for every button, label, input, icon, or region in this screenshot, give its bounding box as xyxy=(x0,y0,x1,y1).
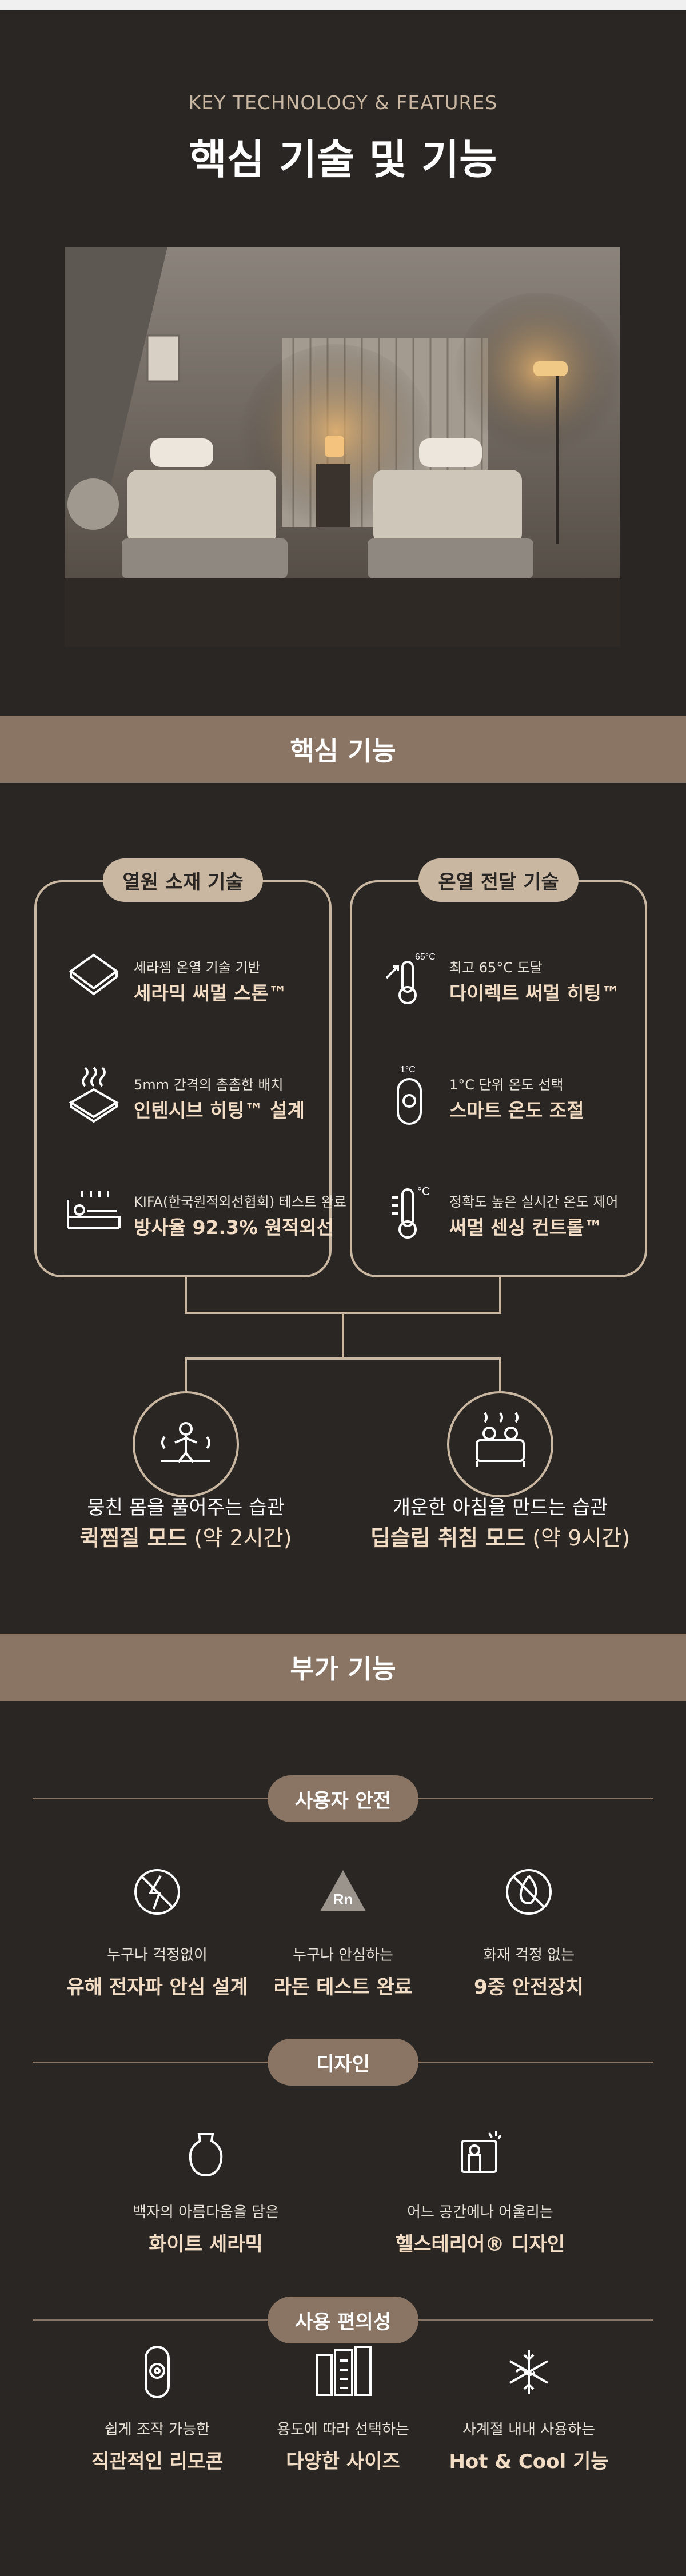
heat-source-tech-box: 세라젬 온열 기술 기반 세라믹 써멀 스톤™ 5mm 간격의 촘촘한 배치 인… xyxy=(34,880,346,1277)
item-small-text: 어느 공간에나 어울리는 xyxy=(407,2204,553,2221)
item-white-ceramic: 백자의 아름다움을 담은 화이트 세라믹 xyxy=(103,2120,309,2257)
mode-quick-sauna-desc: 뭉친 몸을 풀어주는 습관 xyxy=(87,1496,285,1519)
no-emf-icon xyxy=(123,1863,192,1932)
mode-deep-sleep-name: 딥슬립 취침 모드 xyxy=(370,1525,526,1551)
item-big-text: 화이트 세라믹 xyxy=(149,2233,263,2256)
item-hot-cool: 사계절 내내 사용하는 Hot & Cool 기능 xyxy=(426,2338,632,2474)
item-safety-devices: 화재 걱정 없는 9중 안전장치 xyxy=(426,1863,632,1999)
quick-sauna-icon xyxy=(133,1391,239,1497)
remote-1c-label: 1°C xyxy=(400,1065,416,1075)
item-big-text: 헬스테리어® 디자인 xyxy=(395,2233,565,2256)
eyebrow-text: KEY TECHNOLOGY & FEATURES xyxy=(188,91,498,114)
feature-ceramic-stone: 세라젬 온열 기술 기반 세라믹 써멀 스톤™ xyxy=(59,942,328,1017)
feature-small-text: KIFA(한국원적외선협회) 테스트 완료 xyxy=(134,1194,346,1210)
item-small-text: 누구나 걱정없이 xyxy=(107,1947,208,1964)
group-label-design: 디자인 xyxy=(268,2039,418,2086)
item-small-text: 누구나 안심하는 xyxy=(293,1947,393,1964)
item-big-text: 직관적인 리모콘 xyxy=(91,2450,224,2473)
item-small-text: 사계절 내내 사용하는 xyxy=(462,2421,595,2438)
heat-transfer-tech-label: 온열 전달 기술 xyxy=(418,858,579,902)
remote-1c-icon: 1°C xyxy=(375,1060,444,1128)
mode-quick-sauna-title: 퀵찜질 모드 (약 2시간) xyxy=(37,1520,334,1552)
heat-transfer-tech-box: 65°C 최고 65°C 도달 다이렉트 써멀 히팅™ 1°C 1°C 단위 온… xyxy=(350,880,647,1277)
connector-line xyxy=(342,1312,344,1357)
feature-thermal-sensing: °C 정확도 높은 실시간 온도 제어 써멀 센싱 컨트롤™ xyxy=(375,1177,644,1251)
item-radon-test: Rn 누구나 안심하는 라돈 테스트 완료 xyxy=(240,1863,446,1999)
mode-deep-sleep-title: 딥슬립 취침 모드 (약 9시간) xyxy=(352,1520,649,1552)
feature-small-text: 5mm 간격의 촘촘한 배치 xyxy=(134,1077,284,1093)
feature-smart-temp: 1°C 1°C 단위 온도 선택 스마트 온도 조절 xyxy=(375,1060,644,1134)
page-title: 핵심 기술 및 기능 xyxy=(189,135,497,183)
top-browser-bar xyxy=(0,0,686,10)
item-big-text: 유해 전자파 안심 설계 xyxy=(66,1976,248,1999)
radon-icon-label: Rn xyxy=(333,1891,353,1908)
deep-sleep-icon xyxy=(447,1391,553,1497)
mode-deep-sleep-desc: 개운한 아침을 만드는 습관 xyxy=(392,1496,608,1519)
item-big-text: 다양한 사이즈 xyxy=(286,2450,400,2473)
far-infrared-bed-icon xyxy=(59,1177,128,1245)
section-bar-core: 핵심 기능 xyxy=(0,716,686,783)
item-big-text: 9중 안전장치 xyxy=(474,1976,584,1999)
feature-direct-thermal: 65°C 최고 65°C 도달 다이렉트 써멀 히팅™ xyxy=(375,942,644,1017)
item-emf-safe: 누구나 걱정없이 유해 전자파 안심 설계 xyxy=(54,1863,260,1999)
size-options-icon xyxy=(309,2338,377,2406)
heat-source-tech-label: 열원 소재 기술 xyxy=(103,858,263,902)
thermal-sensor-label: °C xyxy=(417,1185,430,1198)
white-jar-icon xyxy=(172,2120,240,2189)
item-small-text: 쉽게 조작 가능한 xyxy=(105,2421,210,2438)
remote-control-icon xyxy=(123,2338,192,2406)
hot-cool-icon xyxy=(494,2338,563,2406)
mode-quick-sauna-name: 퀵찜질 모드 xyxy=(79,1525,188,1551)
hero-bedroom-image xyxy=(65,247,620,647)
thermometer-65-icon: 65°C xyxy=(375,942,444,1011)
feature-big-text: 인텐시브 히팅™ 설계 xyxy=(134,1099,305,1121)
feature-small-text: 정확도 높은 실시간 온도 제어 xyxy=(449,1194,619,1210)
connector-line xyxy=(185,1357,187,1393)
feature-intensive-heating: 5mm 간격의 촘촘한 배치 인텐시브 히팅™ 설계 xyxy=(59,1060,328,1134)
item-big-text: Hot & Cool 기능 xyxy=(449,2450,609,2473)
connector-line xyxy=(499,1357,501,1393)
group-label-convenience: 사용 편의성 xyxy=(268,2297,418,2343)
mode-deep-sleep-duration: (약 9시간) xyxy=(532,1525,631,1551)
item-hellenic-design: 어느 공간에나 어울리는 헬스테리어® 디자인 xyxy=(377,2120,583,2257)
item-big-text: 라돈 테스트 완료 xyxy=(273,1976,413,1999)
connector-line xyxy=(185,1357,501,1360)
connector-line xyxy=(185,1277,187,1313)
thermal-sensor-icon: °C xyxy=(375,1177,444,1245)
hellenic-design-icon xyxy=(446,2120,514,2189)
item-small-text: 용도에 따라 선택하는 xyxy=(277,2421,409,2438)
no-fire-icon xyxy=(494,1863,563,1932)
item-size-options: 용도에 따라 선택하는 다양한 사이즈 xyxy=(240,2338,446,2474)
thermometer-65-label: 65°C xyxy=(415,952,436,962)
feature-big-text: 스마트 온도 조절 xyxy=(449,1099,584,1121)
feature-small-text: 세라젬 온열 기술 기반 xyxy=(134,960,261,976)
feature-far-infrared: KIFA(한국원적외선협회) 테스트 완료 방사율 92.3% 원적외선 xyxy=(59,1177,346,1251)
feature-big-text: 세라믹 써멀 스톤™ xyxy=(134,982,288,1004)
item-small-text: 화재 걱정 없는 xyxy=(482,1947,575,1964)
ceramic-stone-icon xyxy=(59,942,128,1011)
mode-quick-sauna-duration: (약 2시간) xyxy=(194,1525,292,1551)
section-bar-additional: 부가 기능 xyxy=(0,1634,686,1701)
intensive-heating-icon xyxy=(59,1060,128,1128)
group-label-safety: 사용자 안전 xyxy=(268,1775,418,1822)
feature-big-text: 써멀 센싱 컨트롤™ xyxy=(449,1216,603,1239)
feature-big-text: 방사율 92.3% 원적외선 xyxy=(134,1216,334,1239)
feature-small-text: 1°C 단위 온도 선택 xyxy=(449,1077,564,1093)
feature-big-text: 다이렉트 써멀 히팅™ xyxy=(449,982,620,1004)
item-small-text: 백자의 아름다움을 담은 xyxy=(133,2204,279,2221)
connector-line xyxy=(499,1277,501,1313)
radon-icon: Rn xyxy=(309,1863,377,1932)
item-remote-control: 쉽게 조작 가능한 직관적인 리모콘 xyxy=(54,2338,260,2474)
feature-small-text: 최고 65°C 도달 xyxy=(449,960,543,976)
